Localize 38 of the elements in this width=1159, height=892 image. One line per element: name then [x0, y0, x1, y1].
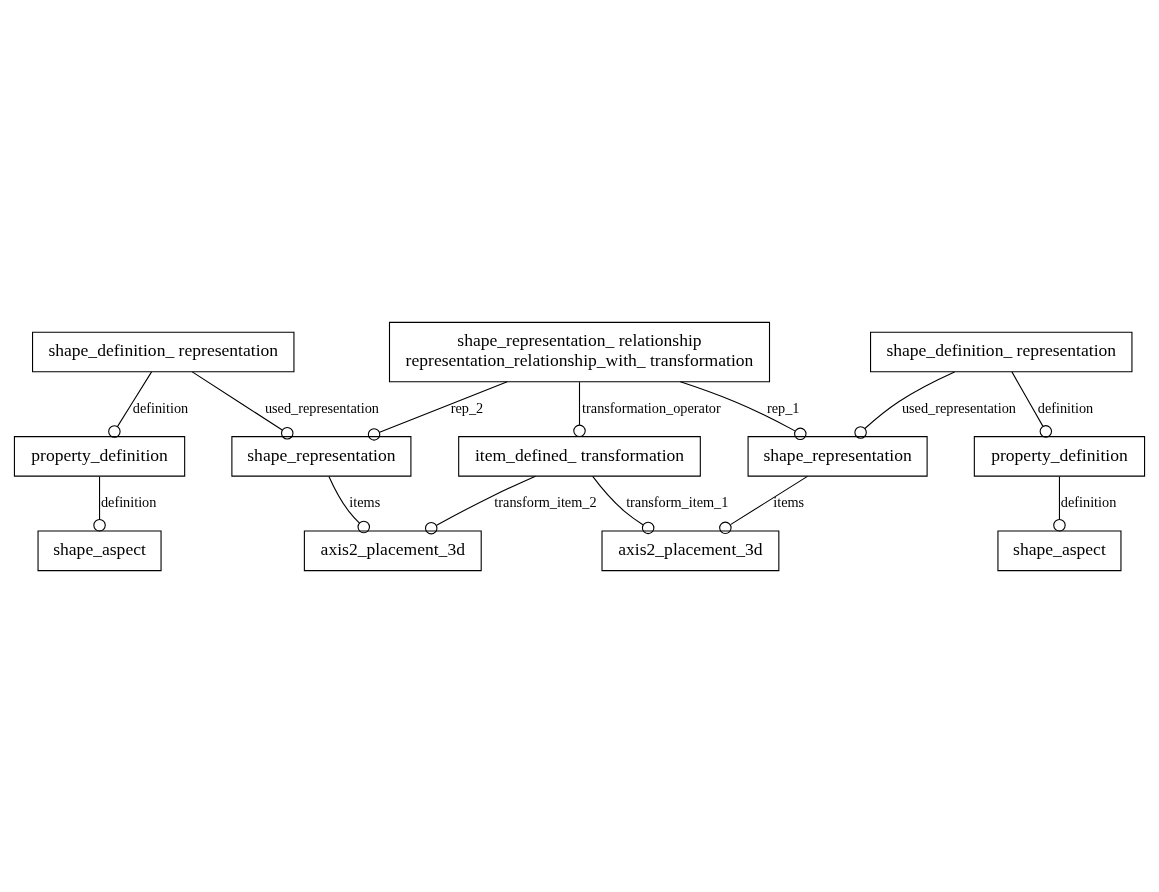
edge-label: transform_item_1 [626, 493, 729, 510]
edge-label: definition [100, 493, 157, 510]
connector [1011, 370, 1053, 438]
edge-label: used_representation [264, 399, 379, 416]
connector [191, 370, 294, 439]
node-box: axis2_placement_3d [303, 530, 482, 571]
node-box: property_definition [973, 435, 1146, 477]
edge-label: rep_1 [766, 399, 800, 416]
connector [328, 475, 370, 533]
edge-label: used_representation [901, 399, 1017, 416]
connector [93, 475, 106, 531]
connector [592, 475, 655, 534]
edge-label: rep_2 [450, 399, 484, 416]
node-box: shape_definition_ representation [870, 331, 1133, 372]
connector [719, 475, 808, 534]
node-box: shape_representation [747, 435, 928, 477]
connector [424, 475, 537, 534]
edge-label: definition [132, 399, 189, 416]
node-box: item_defined_ transformation [458, 435, 701, 477]
edge-label: items [349, 493, 381, 510]
node-box: property_definition [13, 435, 186, 477]
node-box: shape_aspect [37, 530, 162, 571]
edge-label: transform_item_2 [494, 493, 597, 510]
edge-label: definition [1060, 493, 1117, 510]
edge-label: definition [1037, 399, 1094, 416]
connector [108, 370, 153, 438]
node-box: shape_representation_ relationship representation_relationship_with_ transformation [388, 321, 771, 382]
node-box: shape_definition_ representation [32, 331, 295, 372]
connector [367, 380, 508, 441]
connector [573, 381, 586, 437]
node-box: axis2_placement_3d [601, 530, 780, 571]
connector [1053, 475, 1066, 531]
node-box: shape_representation [231, 435, 412, 477]
connector [854, 370, 956, 439]
node-box: shape_aspect [997, 530, 1122, 571]
edge-label: items [773, 493, 805, 510]
edge-label: transformation_operator [582, 399, 721, 416]
connector [679, 380, 807, 440]
